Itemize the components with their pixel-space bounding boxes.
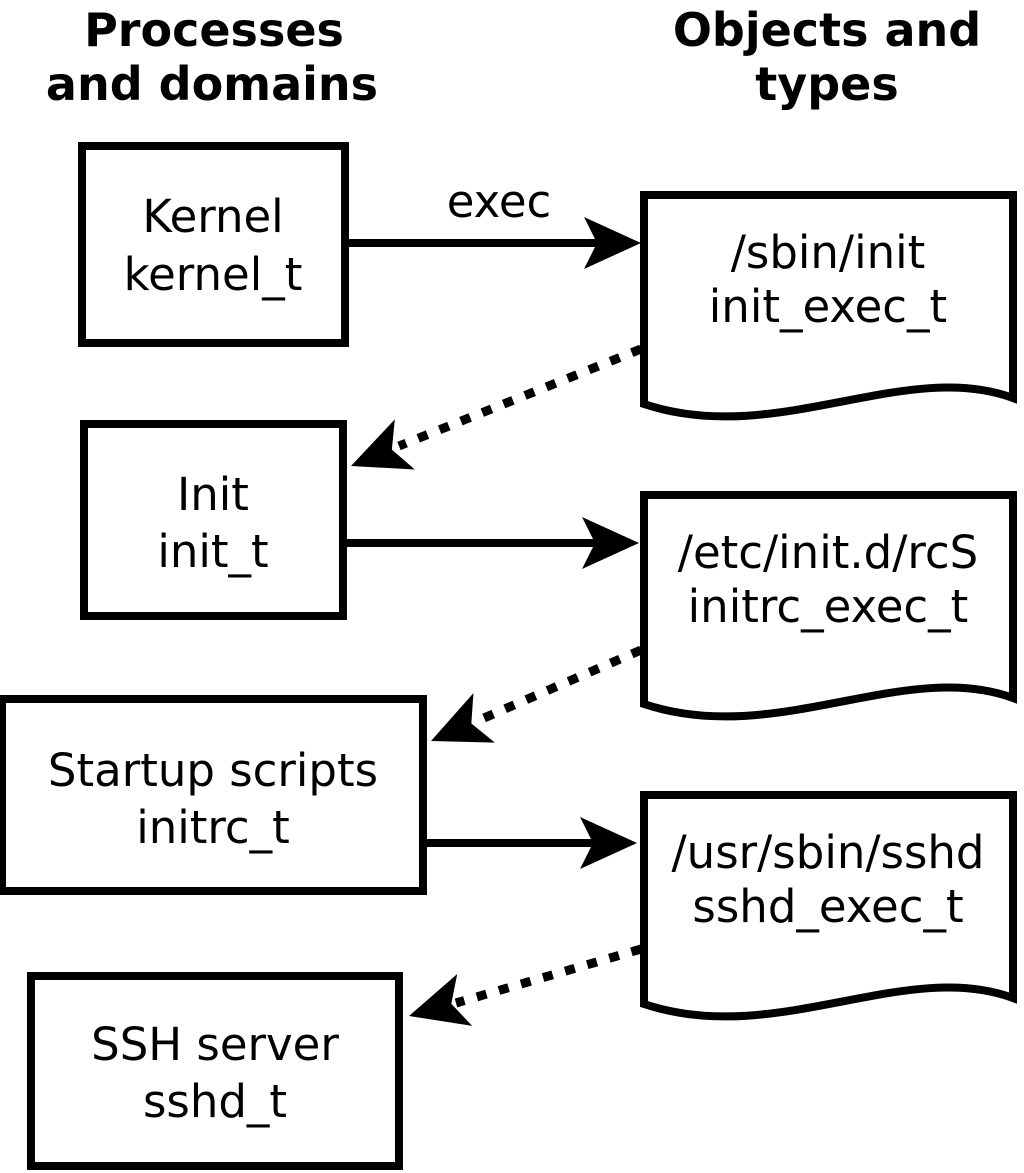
kernel-domain: kernel_t	[124, 248, 303, 301]
ssh-server-label: SSH server	[91, 1018, 339, 1071]
header-objects-line2: types	[755, 57, 898, 111]
startup-scripts-box	[0, 695, 427, 895]
etc-initd-rcs-path: /etc/init.d/rcS	[678, 526, 978, 579]
header-processes-line1: Processes	[84, 3, 344, 57]
usr-sbin-sshd-path: /usr/sbin/sshd	[672, 826, 985, 879]
transition-arrow-line-1	[397, 344, 643, 451]
object-node-sbin-init: /sbin/init init_exec_t	[640, 191, 1017, 421]
init-domain: init_t	[157, 525, 268, 578]
usr-sbin-sshd-type: sshd_exec_t	[692, 880, 963, 933]
process-node-init: Init init_t	[80, 420, 347, 620]
transition-arrow-head-2	[431, 693, 495, 743]
usr-sbin-sshd-document-shape	[640, 791, 1017, 1021]
kernel-box	[78, 142, 349, 347]
transition-arrow-head-1	[351, 419, 415, 470]
init-label: Init	[177, 468, 249, 521]
etc-initd-rcs-type: initrc_exec_t	[688, 580, 969, 633]
kernel-label: Kernel	[142, 190, 283, 243]
object-node-etc-initd-rcs: /etc/init.d/rcS initrc_exec_t	[640, 491, 1017, 721]
object-node-usr-sbin-sshd: /usr/sbin/sshd sshd_exec_t	[640, 791, 1017, 1021]
exec-arrow-head	[584, 217, 641, 269]
exec-label: exec	[447, 175, 552, 228]
exec-arrow-head-3	[580, 817, 637, 869]
sbin-init-type: init_exec_t	[709, 280, 947, 333]
process-node-startup-scripts: Startup scripts initrc_t	[0, 695, 427, 895]
process-node-kernel: Kernel kernel_t	[78, 142, 349, 347]
startup-scripts-domain: initrc_t	[136, 801, 290, 854]
process-node-ssh-server: SSH server sshd_t	[27, 972, 403, 1170]
exec-arrow-initrc-to-sshd	[427, 817, 637, 869]
exec-arrow-init-to-rcs	[347, 517, 639, 569]
transition-arrow-sshd-to-sshd-t	[409, 944, 643, 1026]
transition-arrow-rcs-to-initrc	[431, 645, 643, 743]
header-objects-line1: Objects and	[673, 3, 981, 57]
sbin-init-path: /sbin/init	[731, 226, 926, 279]
transition-arrow-sbin-init-to-init	[351, 344, 643, 470]
column-header-objects: Objects and types	[673, 3, 981, 111]
sbin-init-document-shape	[640, 191, 1017, 421]
exec-arrow-kernel-to-sbin-init: exec	[349, 175, 641, 269]
startup-scripts-label: Startup scripts	[48, 744, 378, 797]
transition-arrow-line-2	[475, 645, 643, 726]
transition-arrow-head-3	[409, 973, 473, 1026]
init-box	[80, 420, 347, 620]
transition-arrow-line-3	[454, 944, 643, 1008]
header-processes-line2: and domains	[46, 57, 378, 111]
ssh-server-box	[27, 972, 403, 1170]
exec-arrow-head-2	[582, 517, 639, 569]
etc-initd-rcs-document-shape	[640, 491, 1017, 721]
ssh-server-domain: sshd_t	[143, 1075, 287, 1128]
column-header-processes: Processes and domains	[46, 3, 378, 111]
